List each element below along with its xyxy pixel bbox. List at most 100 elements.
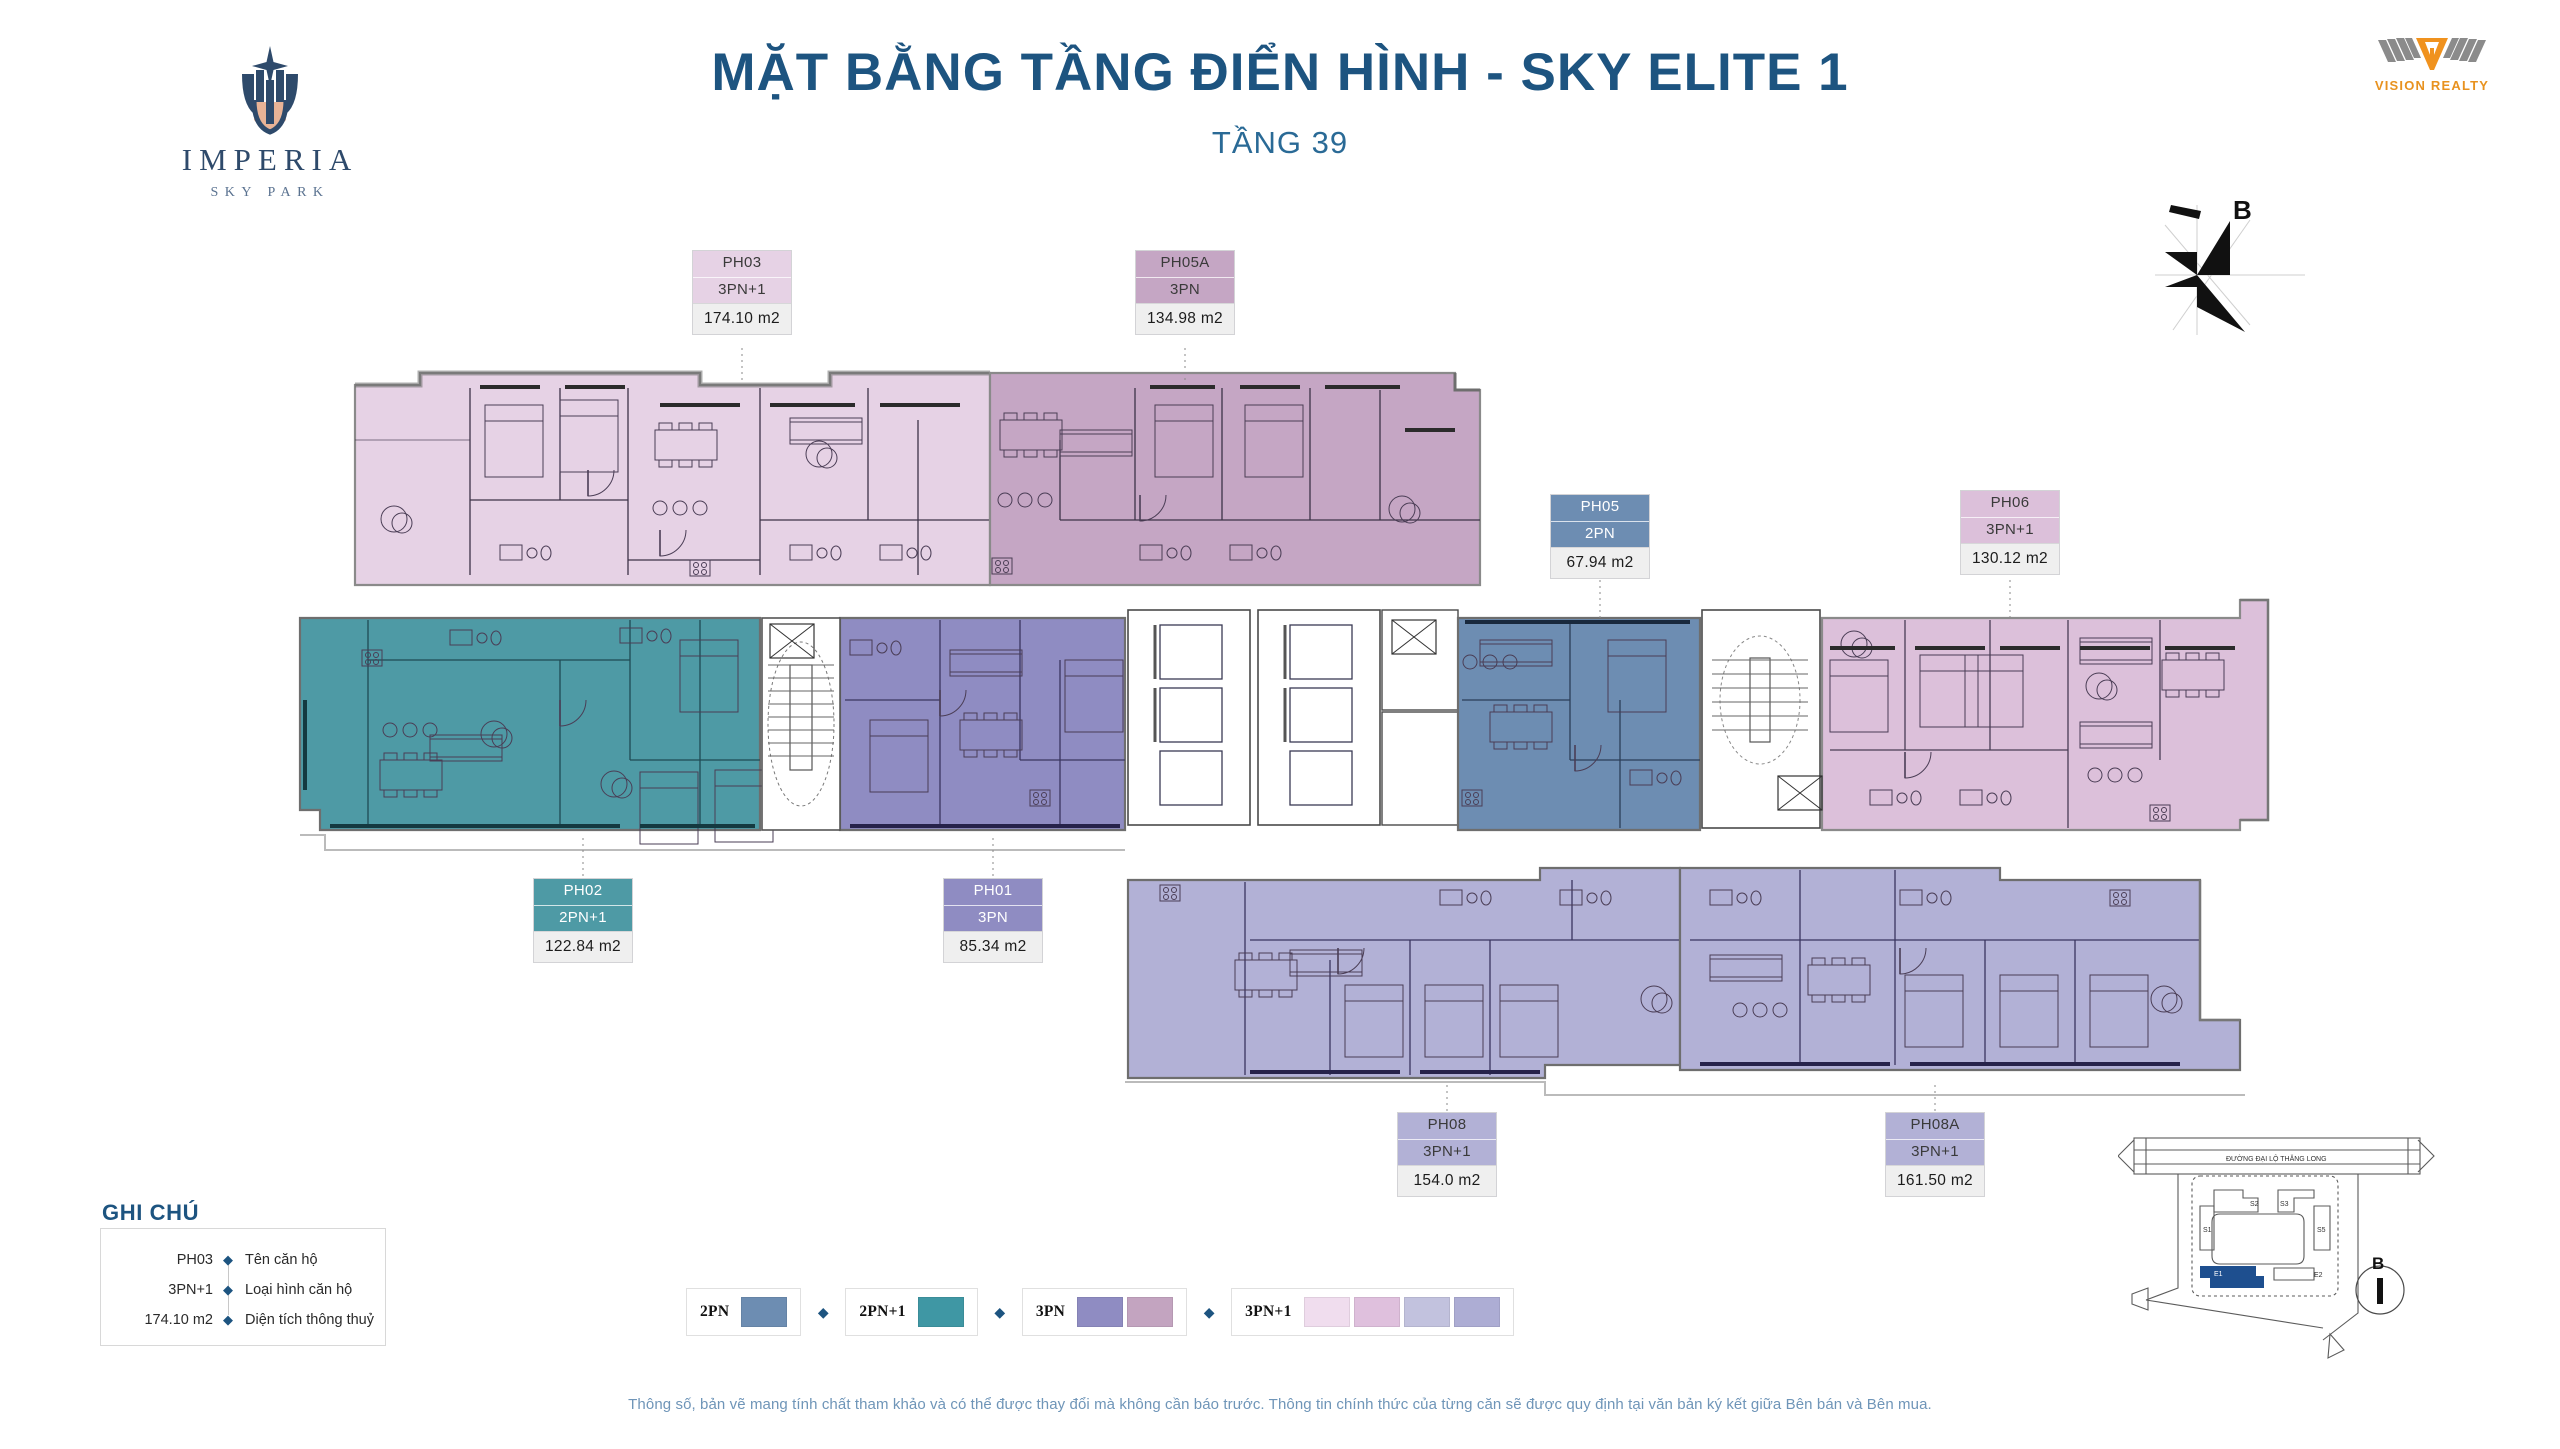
legend-swatch <box>1127 1297 1174 1327</box>
unit-area: 154.0 m2 <box>1398 1165 1496 1197</box>
imperia-trident-icon <box>242 46 298 135</box>
legend-note-value: Loại hình căn hộ <box>245 1282 353 1298</box>
unit-code: PH01 <box>944 879 1042 905</box>
logo-brand-sub: SKY PARK <box>210 185 330 200</box>
unit-code: PH02 <box>534 879 632 905</box>
legend-note-value: Diện tích thông thuỷ <box>245 1312 374 1328</box>
legend-swatch <box>741 1297 788 1327</box>
unit-code: PH06 <box>1961 491 2059 517</box>
legend-note-box: PH03 ◆ Tên căn hộ 3PN+1 ◆ Loại hình căn … <box>100 1228 386 1346</box>
unit-area-ph08 <box>1126 866 1682 1080</box>
disclaimer-text: Thông số, bản vẽ mang tính chất tham khả… <box>628 1396 1932 1413</box>
legend-label: 2PN+1 <box>859 1303 906 1320</box>
unit-code: PH05A <box>1136 251 1234 277</box>
compass-needle-icon <box>2155 205 2305 335</box>
unit-area: 67.94 m2 <box>1551 547 1649 579</box>
unit-area: 122.84 m2 <box>534 931 632 963</box>
core-stair-left <box>761 617 841 831</box>
partner-brand-name: VISION REALTY <box>2374 78 2490 93</box>
unit-tag-ph08a[interactable]: PH08A 3PN+1 161.50 m2 <box>1885 1112 1985 1198</box>
unit-type: 2PN <box>1551 520 1649 547</box>
page-title: MẶT BẰNG TẦNG ĐIỂN HÌNH - SKY ELITE 1 <box>711 43 1849 102</box>
unit-area-ph06 <box>1820 598 2270 832</box>
minimap-block-label: E2 <box>2314 1272 2323 1279</box>
legend-label: 2PN <box>700 1303 730 1320</box>
unit-tag-ph08[interactable]: PH08 3PN+1 154.0 m2 <box>1397 1112 1497 1198</box>
legend-swatch <box>1303 1297 1350 1327</box>
unit-area-ph08a <box>1678 866 2242 1072</box>
core-stair-right <box>1701 609 1823 829</box>
site-minimap-drawing: S2 S3 S1 S5 E2 E1 ĐƯỜNG ĐẠI LỘ THĂNG LON… <box>2117 1137 2435 1359</box>
unit-type: 3PN+1 <box>1961 516 2059 543</box>
legend-note-title: GHI CHÚ <box>102 1200 200 1225</box>
unit-code: PH05 <box>1551 495 1649 521</box>
legend-group-2pn[interactable]: 2PN <box>686 1288 802 1336</box>
legend-group-3pn1[interactable]: 3PN+1 <box>1231 1288 1514 1336</box>
core-elevators-middle <box>1127 609 1459 826</box>
unit-tag-ph05a[interactable]: PH05A 3PN 134.98 m2 <box>1135 250 1235 336</box>
unit-code: PH08 <box>1398 1113 1496 1139</box>
minimap-compass-icon <box>2355 1265 2405 1315</box>
minimap-block-label-highlight: E1 <box>2214 1271 2223 1278</box>
compass-rose: B <box>2155 195 2305 340</box>
wings-icon <box>2378 38 2486 70</box>
legend-note-row: 3PN+1 ◆ Loại hình căn hộ <box>101 1275 387 1305</box>
unit-code: PH08A <box>1886 1113 1984 1139</box>
diamond-icon: ◆ <box>1203 1303 1215 1320</box>
minimap-block-label: S5 <box>2317 1227 2326 1234</box>
title-block: MẶT BẰNG TẦNG ĐIỂN HÌNH - SKY ELITE 1 TẦ… <box>0 42 2560 161</box>
legend-group-2pn1[interactable]: 2PN+1 <box>845 1288 978 1336</box>
legend-swatch <box>1453 1297 1500 1327</box>
legend-swatch <box>1403 1297 1450 1327</box>
unit-tag-ph05[interactable]: PH05 2PN 67.94 m2 <box>1550 494 1650 580</box>
tag-leader-lines <box>582 348 2011 1120</box>
site-minimap[interactable]: S2 S3 S1 S5 E2 E1 ĐƯỜNG ĐẠI LỘ THĂNG LON… <box>2117 1128 2458 1388</box>
legend-swatch <box>917 1297 964 1327</box>
imperia-logo: IMPERIA SKY PARK <box>170 40 370 201</box>
unit-area-ph01 <box>838 616 1127 832</box>
legend-swatch <box>1353 1297 1400 1327</box>
unit-area-ph05 <box>1456 616 1702 832</box>
minimap-north-label: B <box>2372 1254 2384 1273</box>
compass-north-label: B <box>2233 195 2252 225</box>
page-subtitle: TẦNG 39 <box>1211 125 1349 160</box>
minimap-road-label: ĐƯỜNG ĐẠI LỘ THĂNG LONG <box>2226 1154 2327 1163</box>
logo-brand-name: IMPERIA <box>181 142 359 177</box>
unit-area: 130.12 m2 <box>1961 543 2059 575</box>
unit-type: 3PN+1 <box>1398 1138 1496 1165</box>
legend-note-row: 174.10 m2 ◆ Diện tích thông thuỷ <box>101 1305 387 1335</box>
legend-note-value: Tên căn hộ <box>245 1252 318 1268</box>
unit-tag-ph02[interactable]: PH02 2PN+1 122.84 m2 <box>533 878 633 964</box>
legend-note-key: PH03 <box>176 1252 213 1268</box>
unit-area: 174.10 m2 <box>693 303 791 335</box>
vision-realty-logo: VISION REALTY <box>2352 30 2512 93</box>
legend-swatch <box>1077 1297 1124 1327</box>
legend-label: 3PN+1 <box>1245 1303 1292 1320</box>
unit-area: 85.34 m2 <box>944 931 1042 963</box>
unit-area: 161.50 m2 <box>1886 1165 1984 1197</box>
unit-tag-ph03[interactable]: PH03 3PN+1 174.10 m2 <box>692 250 792 336</box>
diamond-icon: ◆ <box>223 1282 233 1297</box>
diamond-icon: ◆ <box>817 1303 829 1320</box>
diamond-icon: ◆ <box>994 1303 1006 1320</box>
legend-label: 3PN <box>1035 1303 1066 1320</box>
unit-tag-ph01[interactable]: PH01 3PN 85.34 m2 <box>943 878 1043 964</box>
minimap-block-label: S3 <box>2280 1201 2289 1208</box>
unit-type: 3PN+1 <box>693 276 791 303</box>
unit-type: 2PN+1 <box>534 904 632 931</box>
minimap-block-label: S2 <box>2250 1201 2259 1208</box>
diamond-icon: ◆ <box>223 1252 233 1267</box>
legend-note-connector <box>228 1263 229 1315</box>
color-legend: 2PN ◆ 2PN+1 ◆ 3PN ◆ 3PN+1 <box>686 1288 1514 1336</box>
unit-area: 134.98 m2 <box>1136 303 1234 335</box>
diamond-icon: ◆ <box>223 1312 233 1327</box>
unit-tag-ph06[interactable]: PH06 3PN+1 130.12 m2 <box>1960 490 2060 576</box>
unit-area-ph03 <box>353 370 992 587</box>
unit-area-ph05a <box>988 371 1482 587</box>
legend-note-row: PH03 ◆ Tên căn hộ <box>101 1245 387 1275</box>
legend-group-3pn[interactable]: 3PN <box>1021 1288 1188 1336</box>
legend-note-key: 174.10 m2 <box>144 1312 213 1328</box>
unit-type: 3PN+1 <box>1886 1138 1984 1165</box>
